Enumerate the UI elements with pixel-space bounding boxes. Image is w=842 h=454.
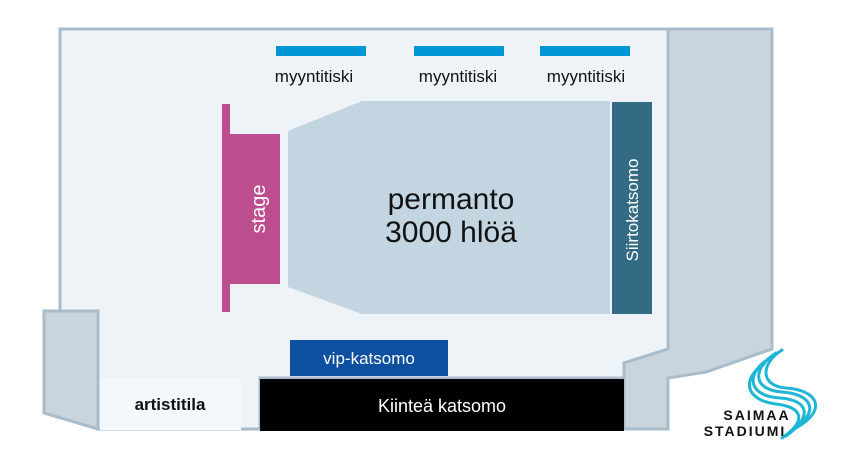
logo-line-1: SAIMAA: [723, 407, 790, 423]
stage-rear-bar: [222, 104, 230, 312]
sales-desk-1: [276, 46, 366, 56]
vip-stand-label: vip-katsomo: [323, 349, 415, 368]
saimaa-stadiumi-logo: SAIMAA STADIUMI: [704, 348, 818, 440]
artist-area: [100, 378, 241, 430]
mobile-stand: [612, 102, 652, 314]
right-side-block: [622, 27, 774, 431]
floor-capacity-label: 3000 hlöä: [385, 216, 517, 249]
sales-desk-label-1: myyntitiski: [275, 67, 353, 86]
artist-area-label: artistitila: [135, 395, 206, 414]
sales-desk-3: [540, 46, 630, 56]
mobile-stand-label: Siirtokatsomo: [623, 159, 642, 262]
fixed-stand-label: Kiinteä katsomo: [378, 396, 506, 416]
stage: [230, 134, 280, 284]
floor-standing-area: [288, 101, 610, 314]
floor-label: permanto: [388, 183, 515, 216]
logo-line-2: STADIUMI: [704, 423, 787, 439]
sales-desk-2: [414, 46, 504, 56]
left-side-block: [42, 309, 100, 432]
logo-swirl-icon: [747, 348, 818, 440]
sales-desk-label-3: myyntitiski: [547, 67, 625, 86]
vip-stand: [290, 340, 448, 376]
stage-label: stage: [248, 185, 270, 234]
fixed-stand: [260, 379, 624, 431]
sales-desk-label-2: myyntitiski: [419, 67, 497, 86]
